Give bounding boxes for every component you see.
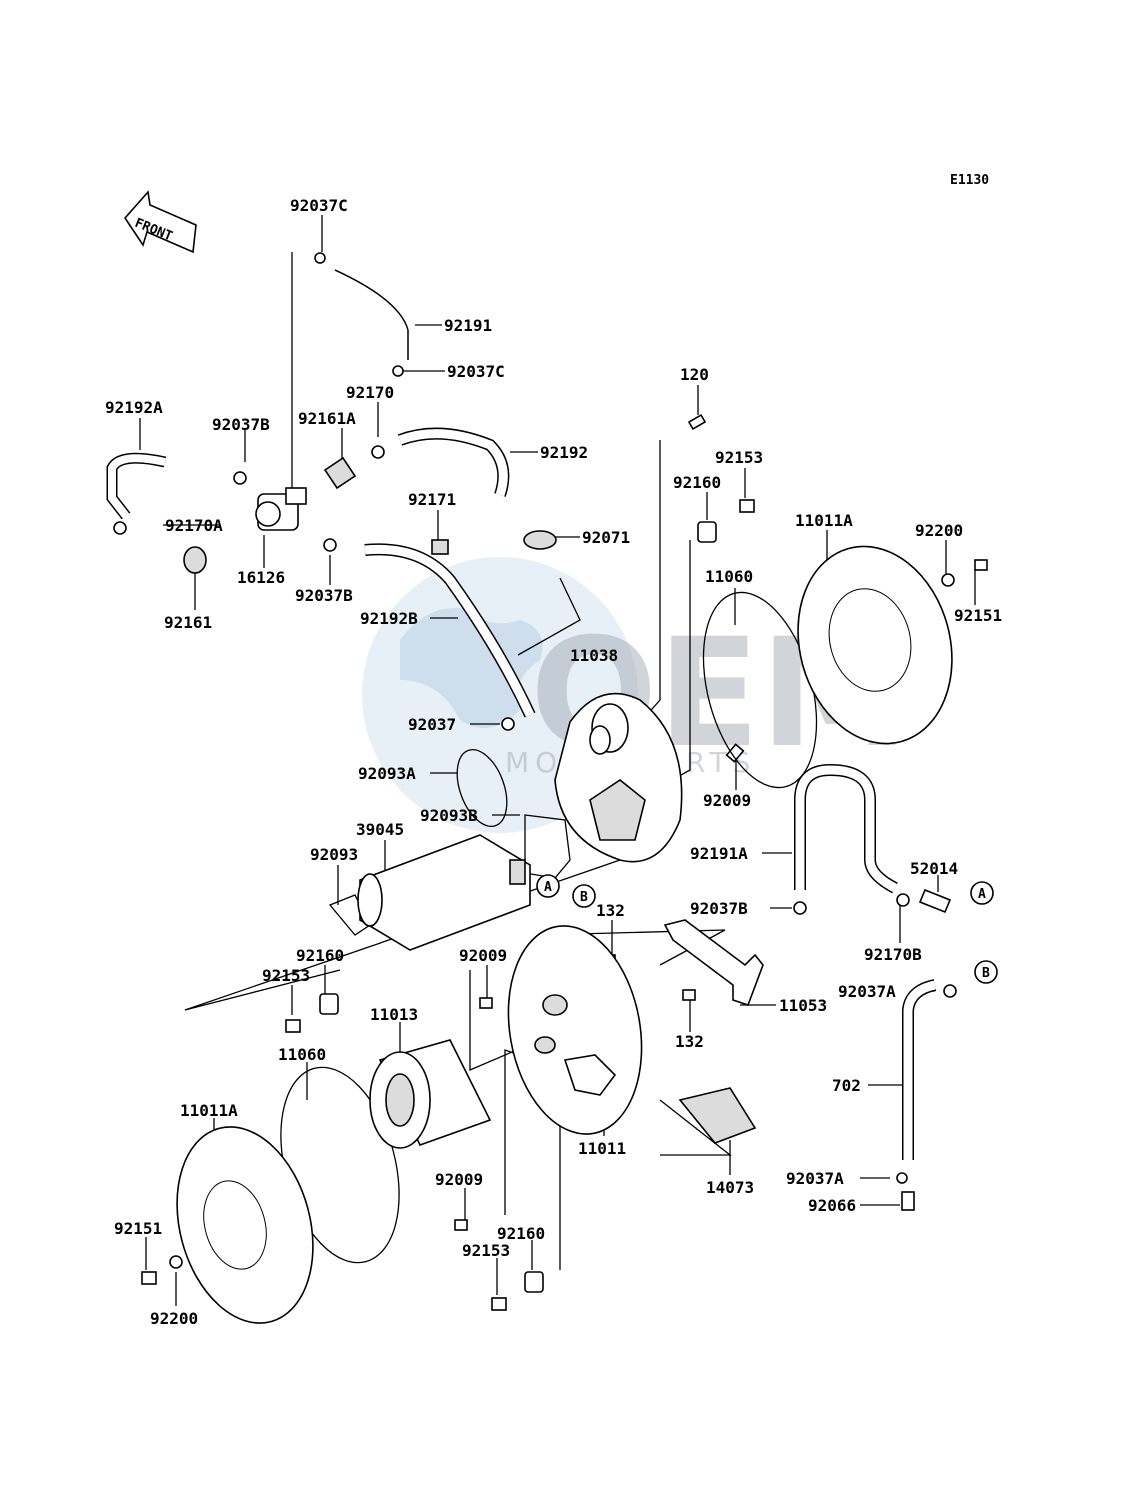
callout-132-a: 132	[596, 901, 625, 920]
callout-39045: 39045	[356, 820, 404, 839]
callout-92192B: 92192B	[360, 609, 418, 628]
callout-92160-b: 92160	[296, 946, 344, 965]
callout-120: 120	[680, 365, 709, 384]
part-filter-11013	[369, 1039, 492, 1149]
callout-92037: 92037	[408, 715, 456, 734]
callout-92037B-c: 92037B	[690, 899, 748, 918]
part-caps	[183, 456, 557, 574]
callout-92170B: 92170B	[864, 945, 922, 964]
part-hoses-right	[793, 763, 957, 1211]
front-arrow-icon: FRONT	[123, 190, 197, 254]
callout-92151-b: 92151	[114, 1219, 162, 1238]
svg-text:B: B	[580, 890, 588, 905]
callout-92170A: 92170A	[165, 516, 223, 535]
callout-92161A: 92161A	[298, 409, 356, 428]
part-backplate-11038	[554, 692, 683, 863]
callout-92170: 92170	[346, 383, 394, 402]
callout-92191: 92191	[444, 316, 492, 335]
callout-92009-a: 92009	[703, 791, 751, 810]
callout-11060-a: 11060	[705, 567, 753, 586]
callout-92093A: 92093A	[358, 764, 416, 783]
callout-11011: 11011	[578, 1139, 626, 1158]
callout-92037C-top: 92037C	[290, 196, 348, 215]
part-covers	[176, 545, 953, 1324]
callout-92037A-b: 92037A	[786, 1169, 844, 1188]
callout-92153-b: 92153	[262, 966, 310, 985]
svg-text:A: A	[544, 880, 552, 895]
callout-11060-b: 11060	[278, 1045, 326, 1064]
callout-92191A: 92191A	[690, 844, 748, 863]
callout-92160-c: 92160	[497, 1224, 545, 1243]
callout-92009-c: 92009	[435, 1170, 483, 1189]
part-baseplate-11011	[507, 925, 643, 1135]
hose-92191	[334, 269, 409, 360]
callout-11013: 11013	[370, 1005, 418, 1024]
svg-text:B: B	[982, 966, 990, 981]
callout-92037A-a: 92037A	[838, 982, 896, 1001]
callout-92200-a: 92200	[915, 521, 963, 540]
callout-92200-b: 92200	[150, 1309, 198, 1328]
callout-92153-c: 92153	[462, 1241, 510, 1260]
callout-92066: 92066	[808, 1196, 856, 1215]
callout-11011A-b: 11011A	[180, 1101, 238, 1120]
callout-92093B: 92093B	[420, 806, 478, 825]
callout-92071: 92071	[582, 528, 630, 547]
reference-mark-b-main: B	[572, 884, 596, 908]
callout-92161: 92161	[164, 613, 212, 632]
part-callouts: 92037C 92191 92037C 92192A 92037B 92161A…	[105, 196, 1002, 1328]
callout-92192: 92192	[540, 443, 588, 462]
callout-92009-b: 92009	[459, 946, 507, 965]
part-hoses-upper	[106, 269, 536, 718]
part-bracket-11053	[663, 919, 764, 1007]
callout-11053: 11053	[779, 996, 827, 1015]
callout-702: 702	[832, 1076, 861, 1095]
callout-16126: 16126	[237, 568, 285, 587]
part-reed-14073	[678, 1087, 757, 1144]
watermark-continents	[400, 608, 543, 728]
callout-132-b: 132	[675, 1032, 704, 1051]
callout-14073: 14073	[706, 1178, 754, 1197]
callout-92160-a: 92160	[673, 473, 721, 492]
callout-92037B-b: 92037B	[295, 586, 353, 605]
part-clamps	[113, 252, 515, 731]
reference-mark-a-right: A	[970, 881, 994, 905]
reference-mark-a-main: A	[536, 874, 560, 898]
part-bolts	[141, 413, 988, 1311]
callout-92192A: 92192A	[105, 398, 163, 417]
part-duct-39045	[357, 834, 531, 951]
callout-92171: 92171	[408, 490, 456, 509]
part-valve-16126	[255, 487, 307, 531]
callout-92093: 92093	[310, 845, 358, 864]
reference-mark-b-right: B	[974, 960, 998, 984]
svg-text:A: A	[978, 887, 986, 902]
callout-92037B-a: 92037B	[212, 415, 270, 434]
callout-92037C-mid: 92037C	[447, 362, 505, 381]
callout-92153-a: 92153	[715, 448, 763, 467]
callout-92151-a: 92151	[954, 606, 1002, 625]
diagram-code: E1130	[950, 173, 989, 188]
callout-11011A-a: 11011A	[795, 511, 853, 530]
callout-52014: 52014	[910, 859, 958, 878]
callout-11038: 11038	[570, 646, 618, 665]
